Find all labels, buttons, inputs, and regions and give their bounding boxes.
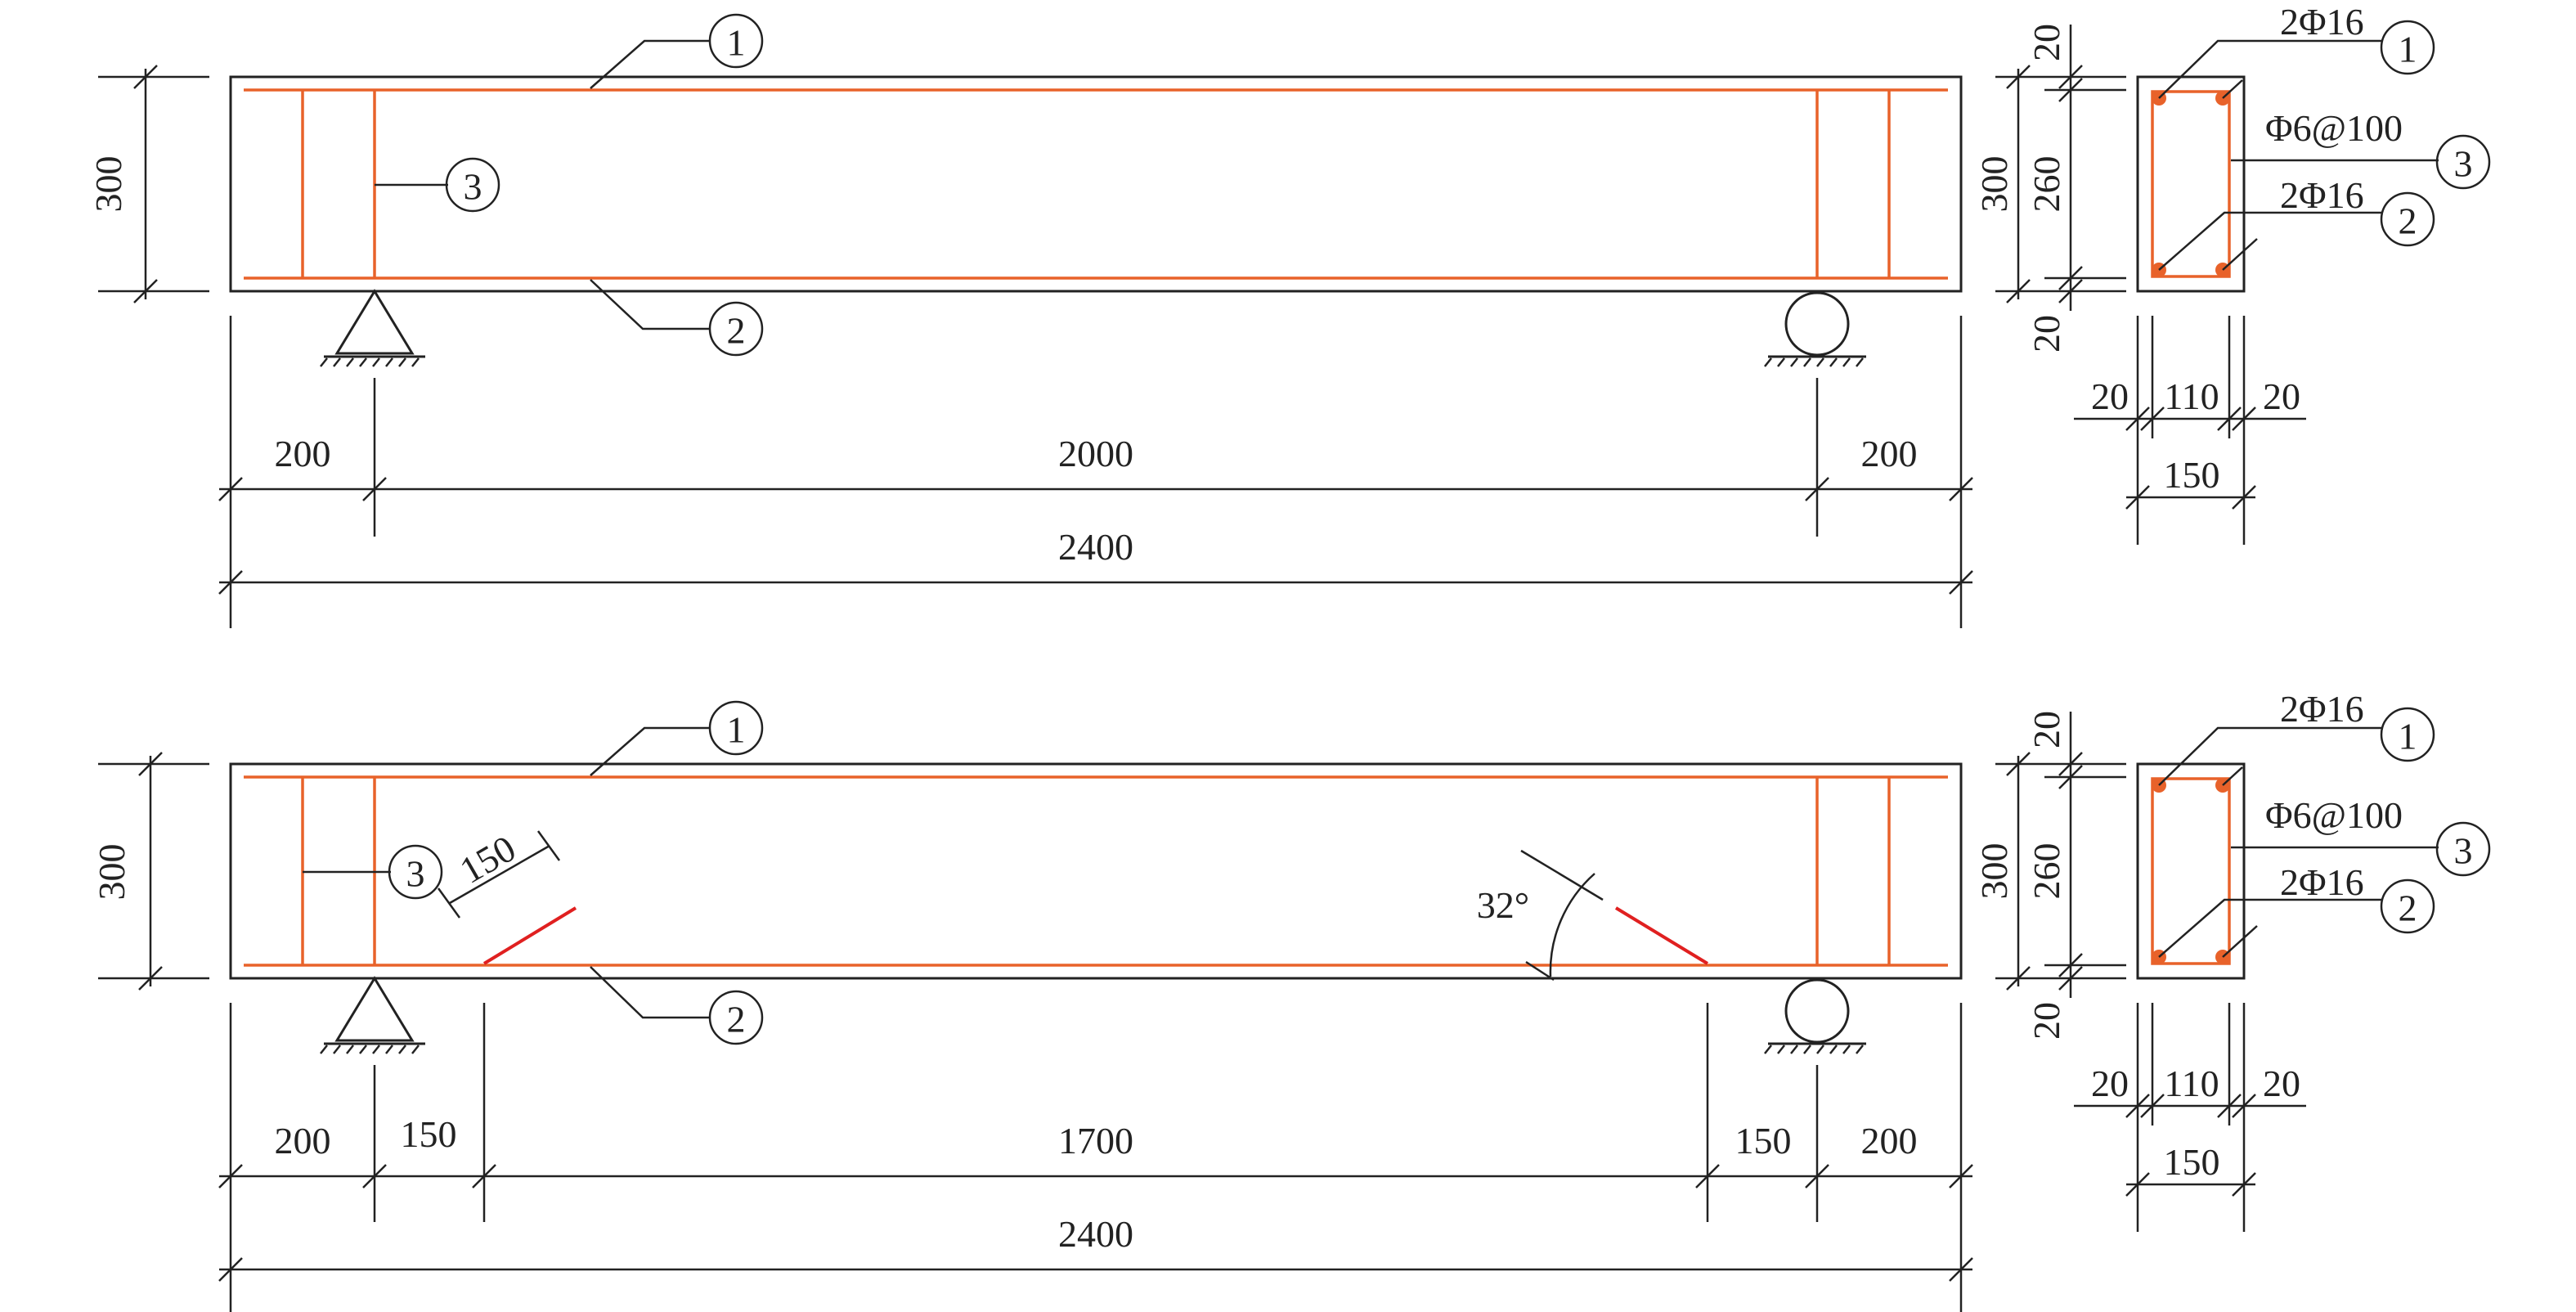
span-label: 200: [275, 433, 331, 474]
section-height-label: 300: [1973, 156, 2015, 213]
span-label: 200: [1861, 433, 1918, 474]
svg-text:1: 1: [2399, 716, 2417, 757]
cross-section-1: 2Φ16 1 Φ6@100 3 2Φ16 2 20 260 20 300: [1973, 1, 2491, 545]
section-width-label: 150: [2164, 1141, 2220, 1183]
crack-length-label: 150: [453, 827, 523, 892]
core-width-label: 110: [2164, 1063, 2219, 1104]
beam-1-height-dimension: 300: [88, 65, 209, 303]
cover-bottom-label: 20: [2026, 315, 2067, 353]
total-length-label: 2400: [1058, 1213, 1133, 1255]
callout-2: 2: [590, 966, 764, 1045]
cover-right-label: 20: [2263, 375, 2300, 417]
svg-text:1: 1: [727, 22, 746, 64]
roller-support-icon: [1764, 978, 1866, 1054]
section-stirrup: [2151, 90, 2231, 278]
cover-right-label: 20: [2263, 1063, 2300, 1104]
stirrup-label: Φ6@100: [2265, 107, 2403, 149]
callout-1: 1: [590, 700, 764, 776]
span-label: 2000: [1058, 433, 1133, 474]
core-height-label: 260: [2026, 843, 2067, 900]
svg-text:2: 2: [2399, 887, 2417, 929]
core-width-label: 110: [2164, 375, 2219, 417]
bottom-bars-label: 2Φ16: [2280, 174, 2364, 216]
cross-section-2: 2Φ16 1 Φ6@100 3 2Φ16 2 20 260 20 300: [1973, 688, 2491, 1232]
crack-angle-label: 32°: [1477, 884, 1529, 926]
bottom-bars-label: 2Φ16: [2280, 861, 2364, 903]
callout-3: 3: [375, 157, 500, 213]
span-label: 200: [1861, 1120, 1918, 1161]
stirrup-label: Φ6@100: [2265, 794, 2403, 836]
cover-top-label: 20: [2026, 711, 2067, 748]
svg-text:2: 2: [727, 310, 746, 352]
beam-2-elevation: 1 3 2 150 32°: [91, 700, 1973, 1312]
roller-support-icon: [1764, 291, 1866, 367]
span-label: 150: [401, 1113, 457, 1155]
cover-bottom-label: 20: [2026, 1002, 2067, 1040]
top-bars-label: 2Φ16: [2280, 688, 2364, 730]
svg-text:2: 2: [727, 999, 746, 1040]
callout-1: 1: [590, 13, 764, 89]
pin-support-icon: [320, 976, 425, 1054]
span-label: 200: [275, 1120, 331, 1161]
span-label: 150: [1735, 1120, 1792, 1161]
core-height-label: 260: [2026, 156, 2067, 213]
svg-text:1: 1: [727, 709, 746, 751]
pin-support-icon: [320, 289, 425, 367]
section-stirrup: [2151, 777, 2231, 965]
crack-right: [1614, 906, 1709, 965]
svg-text:1: 1: [2399, 29, 2417, 70]
beam-2-outline: [229, 762, 1963, 980]
beam-2-span-dimensions: 200 150 1700 150 200 2400: [218, 1003, 1973, 1312]
beam-1-span-dimensions: 200 2000 200 2400: [218, 316, 1973, 628]
crack-angle-annotation: 32°: [1477, 849, 1604, 982]
top-bars-label: 2Φ16: [2280, 1, 2364, 43]
total-length-label: 2400: [1058, 526, 1133, 568]
callout-3: 3: [303, 844, 443, 900]
beam-1-outline: [229, 75, 1963, 293]
cover-left-label: 20: [2091, 375, 2129, 417]
beam-2-height-dimension: 300: [91, 752, 209, 991]
crack-length-dimension: 150: [437, 827, 561, 919]
crack-left: [482, 906, 577, 965]
section-outline: [2136, 75, 2246, 293]
span-label: 1700: [1058, 1120, 1133, 1161]
svg-text:2: 2: [2399, 200, 2417, 242]
cover-top-label: 20: [2026, 24, 2067, 61]
svg-text:3: 3: [2454, 143, 2473, 185]
svg-text:3: 3: [464, 166, 482, 208]
cover-left-label: 20: [2091, 1063, 2129, 1104]
beam-1-height-label: 300: [88, 156, 129, 213]
beam-1-elevation: 1 3 2 300: [88, 13, 1973, 628]
beam-2-height-label: 300: [91, 844, 132, 901]
section-width-label: 150: [2164, 454, 2220, 496]
svg-text:3: 3: [406, 853, 425, 895]
callout-2: 2: [590, 279, 764, 357]
section-outline: [2136, 762, 2246, 980]
svg-text:3: 3: [2454, 830, 2473, 872]
section-height-label: 300: [1973, 843, 2015, 900]
